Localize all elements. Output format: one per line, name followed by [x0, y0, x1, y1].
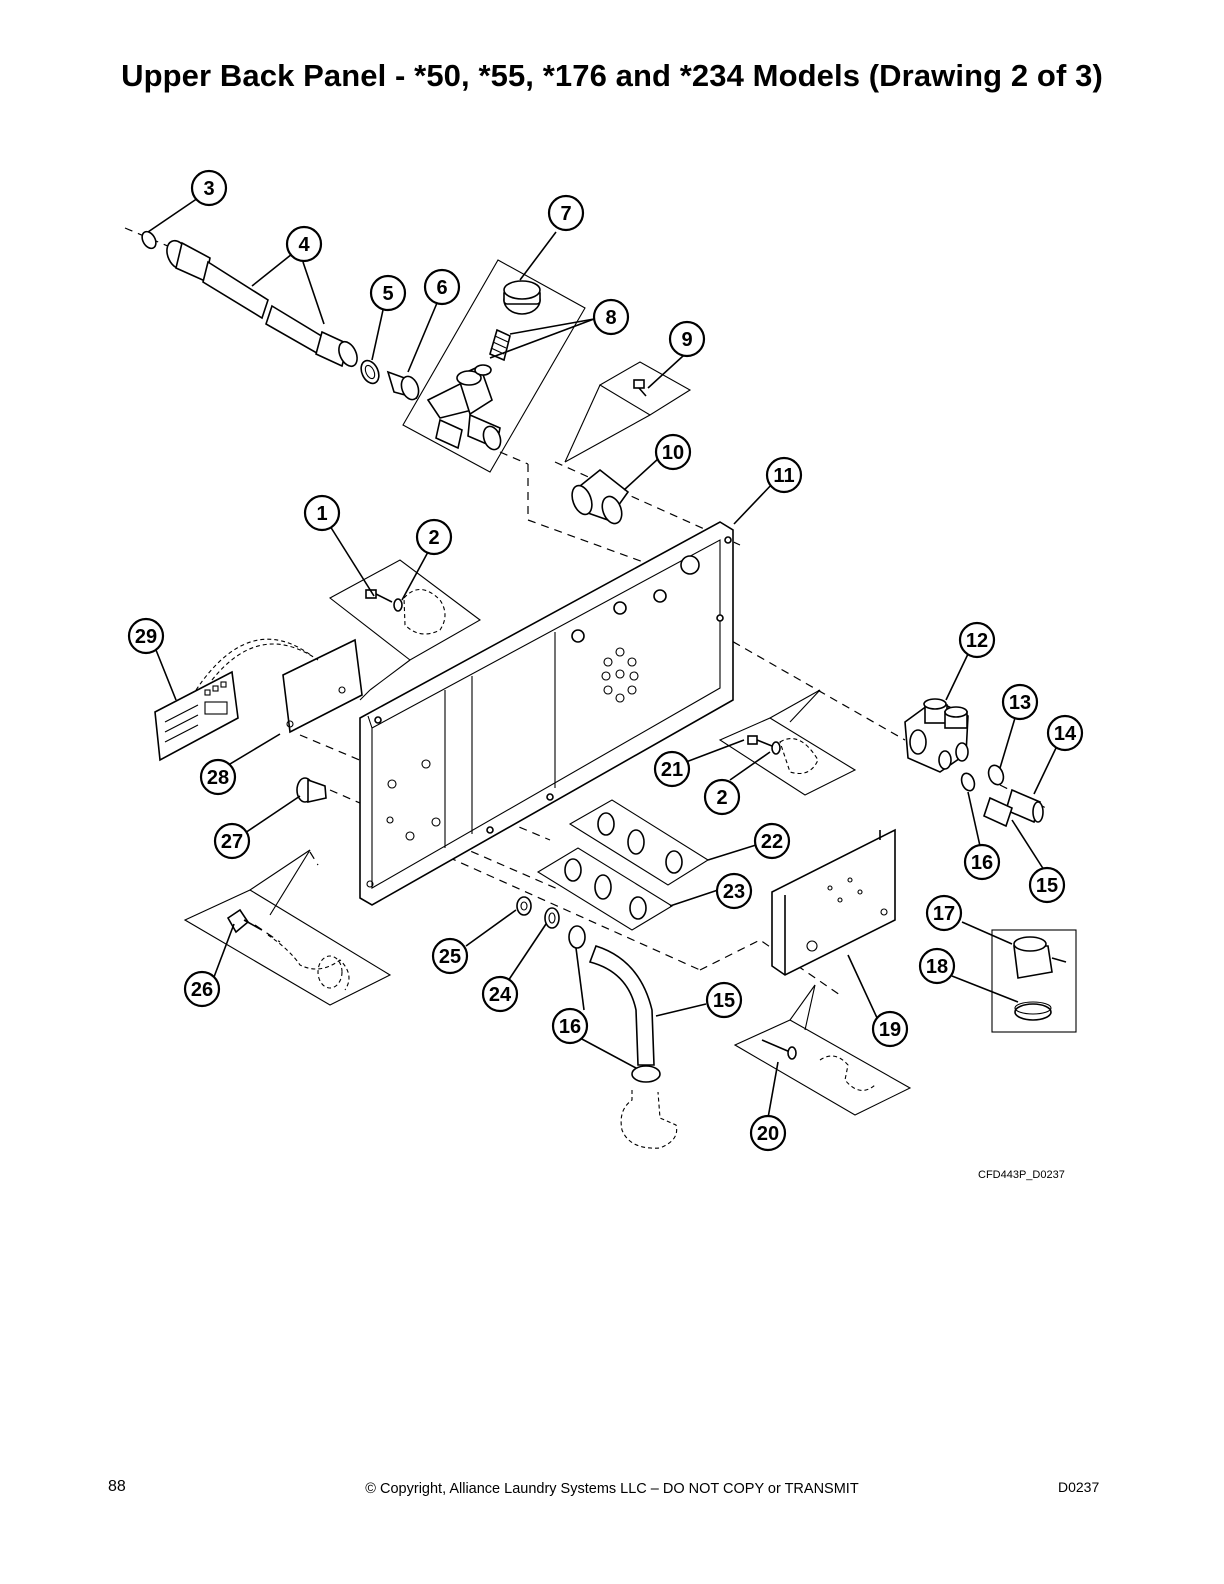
document-code: D0237 [1058, 1479, 1100, 1495]
part-22-fitting-kit [568, 799, 710, 886]
page-number: 88 [108, 1478, 126, 1495]
part-20-pin-inset [733, 984, 912, 1116]
callout-12: 12 [958, 621, 996, 659]
drawing-code: CFD443P_D0237 [978, 1169, 1065, 1181]
panel-hole-pattern [601, 647, 639, 703]
svg-text:29: 29 [135, 626, 157, 648]
part-6-fitting [386, 370, 420, 401]
part-14-hose [1005, 788, 1044, 824]
svg-text:15: 15 [1036, 875, 1058, 897]
svg-text:15: 15 [713, 990, 735, 1012]
svg-text:1: 1 [316, 503, 327, 525]
callout-15: 15 [1028, 866, 1066, 904]
part-27-bolt [296, 777, 327, 803]
callout-14: 14 [1046, 714, 1084, 752]
callout-20: 20 [749, 1114, 787, 1152]
part-9-screw-inset [564, 361, 692, 463]
callout-26: 26 [183, 970, 221, 1008]
callout-13: 13 [1001, 683, 1039, 721]
callout-22: 22 [753, 822, 791, 860]
svg-text:5: 5 [382, 283, 393, 305]
part-15-drain-hose [588, 945, 678, 1149]
svg-text:28: 28 [207, 767, 229, 789]
part-7-vacuum-breaker [402, 259, 586, 473]
svg-text:24: 24 [489, 984, 512, 1006]
svg-text:11: 11 [773, 465, 794, 487]
part-11-back-panel [359, 521, 734, 906]
callout-8: 8 [592, 298, 630, 336]
callout-28: 28 [199, 758, 237, 796]
svg-text:16: 16 [559, 1016, 581, 1038]
part-24-nut [544, 907, 560, 929]
svg-text:6: 6 [436, 277, 447, 299]
part-17-18-coil-box [991, 929, 1077, 1033]
svg-text:16: 16 [971, 852, 993, 874]
part-16-clamp-left [568, 925, 586, 949]
svg-text:14: 14 [1054, 723, 1077, 745]
callout-15b: 15 [705, 981, 743, 1019]
svg-text:18: 18 [926, 956, 948, 978]
part-5-screen-washer [360, 359, 380, 385]
svg-text:21: 21 [661, 759, 683, 781]
svg-text:4: 4 [298, 234, 310, 256]
callout-25: 25 [431, 937, 469, 975]
svg-text:23: 23 [723, 881, 745, 903]
part-4-fill-hose [166, 239, 358, 368]
copyright-notice: © Copyright, Alliance Laundry Systems LL… [365, 1481, 859, 1497]
svg-text:8: 8 [605, 307, 616, 329]
part-16-clamp-right [960, 772, 976, 792]
callout-27: 27 [213, 822, 251, 860]
part-29-decal [154, 670, 239, 762]
callout-4: 4 [285, 225, 323, 263]
callout-6: 6 [423, 268, 461, 306]
part-10-bushing [571, 468, 630, 525]
svg-text:10: 10 [662, 442, 684, 464]
part-13-clamp [987, 764, 1005, 786]
callout-19: 19 [871, 1010, 909, 1048]
callout-5: 5 [369, 274, 407, 312]
svg-text:12: 12 [966, 630, 988, 652]
svg-text:17: 17 [933, 903, 955, 925]
part-19-bracket [771, 828, 896, 976]
callout-11: 11 [765, 456, 803, 494]
part-3-ring [141, 230, 157, 250]
part-28-cover-plate [195, 638, 363, 734]
svg-text:2: 2 [428, 527, 439, 549]
callout-16: 16 [963, 843, 1001, 881]
svg-text:26: 26 [191, 979, 213, 1001]
part-21-2-screw-inset [718, 689, 857, 796]
part-1-2-screw-inset [328, 559, 481, 701]
svg-text:7: 7 [560, 203, 571, 225]
callout-29: 29 [127, 617, 165, 655]
callout-24: 24 [481, 975, 519, 1013]
callout-23: 23 [715, 872, 753, 910]
callout-17: 17 [925, 894, 963, 932]
leader-lines [147, 197, 1057, 1119]
part-15-hose-short [983, 796, 1013, 828]
svg-text:2: 2 [716, 787, 727, 809]
callout-9: 9 [668, 320, 706, 358]
callout-2b: 2 [703, 778, 741, 816]
callout-7: 7 [547, 194, 585, 232]
page-title: Upper Back Panel - *50, *55, *176 and *2… [121, 58, 1103, 93]
callout-3: 3 [190, 169, 228, 207]
svg-text:3: 3 [203, 178, 214, 200]
callout-2: 2 [415, 518, 453, 556]
callout-1: 1 [303, 494, 341, 532]
svg-text:19: 19 [879, 1019, 901, 1041]
callout-18: 18 [918, 947, 956, 985]
svg-text:13: 13 [1009, 692, 1031, 714]
svg-text:22: 22 [761, 831, 783, 853]
part-23-fitting-kit [536, 847, 674, 931]
svg-text:27: 27 [221, 831, 243, 853]
svg-text:9: 9 [681, 329, 692, 351]
part-25-washer [516, 896, 532, 916]
svg-text:25: 25 [439, 946, 461, 968]
callout-16b: 16 [551, 1007, 589, 1045]
callout-21: 21 [653, 750, 691, 788]
svg-text:20: 20 [757, 1123, 779, 1145]
callout-10: 10 [654, 433, 692, 471]
part-12-inlet-valve [904, 698, 969, 773]
